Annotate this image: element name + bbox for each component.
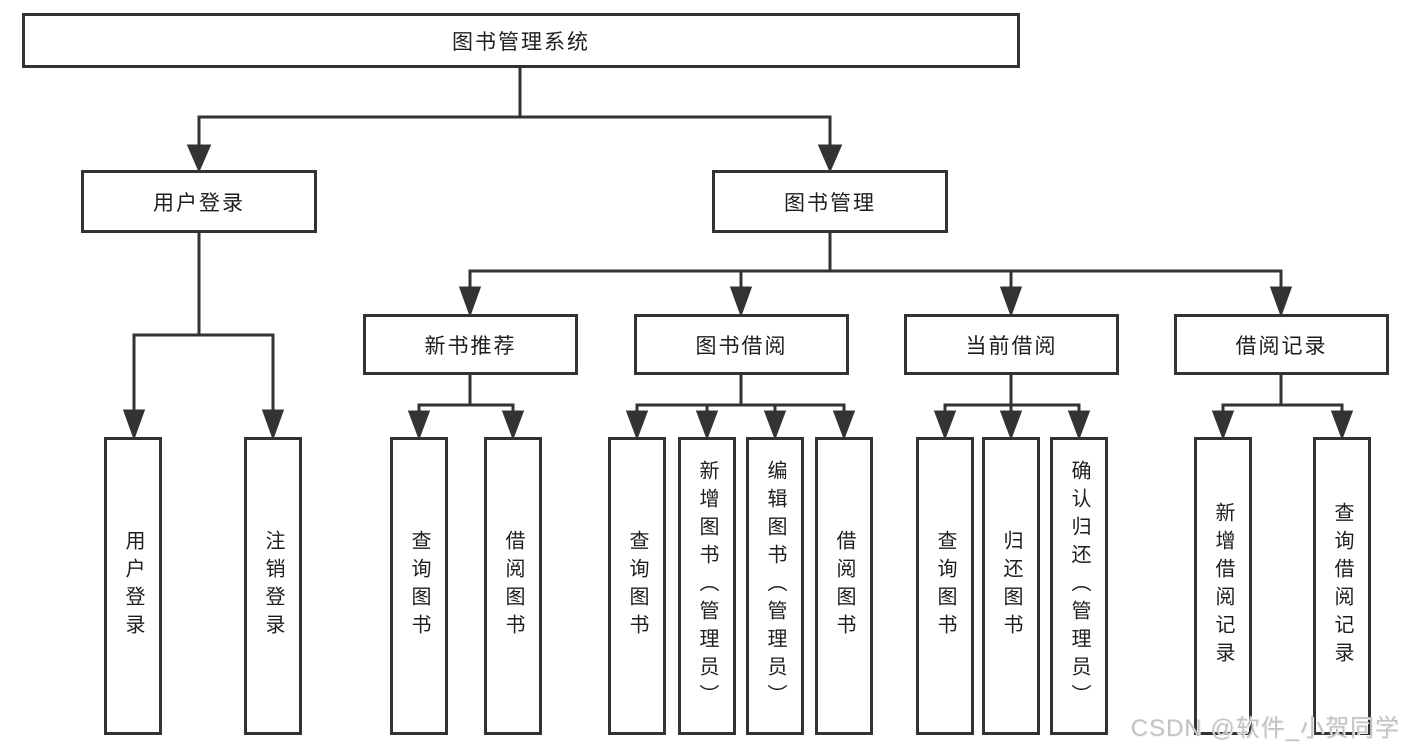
connector-book-borrowing-branch [625,375,856,441]
connector-user-login-branch [122,233,285,441]
connector-book-management-branch [458,233,1293,318]
leaf-edit-book-admin-label: 编辑图书（管理员） [764,460,786,712]
leaf-query-books-borrowing-label: 查询图书 [626,530,648,642]
leaf-query-books-current: 查询图书 [916,437,974,735]
leaf-confirm-return-admin: 确认归还（管理员） [1050,437,1108,735]
node-current-borrowing-label: 当前借阅 [965,334,1058,358]
node-book-borrowing-label: 图书借阅 [695,334,788,358]
leaf-borrow-books-recommend: 借阅图书 [484,437,542,735]
node-user-login: 用户登录 [81,170,317,233]
node-root-label: 图书管理系统 [452,30,590,54]
connector-root-to-level2 [186,68,843,173]
leaf-logout: 注销登录 [244,437,302,735]
connector-borrowing-records-branch [1211,375,1354,441]
leaf-borrow-books-borrowing-label: 借阅图书 [833,530,855,642]
leaf-user-login-label: 用户登录 [122,530,144,642]
leaf-confirm-return-admin-label: 确认归还（管理员） [1068,460,1090,712]
leaf-edit-book-admin: 编辑图书（管理员） [746,437,804,735]
leaf-query-books-recommend-label: 查询图书 [408,530,430,642]
leaf-borrow-books-borrowing: 借阅图书 [815,437,873,735]
connector-current-borrowing-branch [933,375,1091,441]
node-new-book-recommend: 新书推荐 [363,314,578,375]
leaf-add-book-admin-label: 新增图书（管理员） [696,460,718,712]
leaf-return-books: 归还图书 [982,437,1040,735]
leaf-borrow-books-recommend-label: 借阅图书 [502,530,524,642]
leaf-add-borrow-record: 新增借阅记录 [1194,437,1252,735]
leaf-query-books-current-label: 查询图书 [934,530,956,642]
node-current-borrowing: 当前借阅 [904,314,1119,375]
leaf-query-books-borrowing: 查询图书 [608,437,666,735]
node-borrowing-records-label: 借阅记录 [1235,334,1328,358]
connector-new-book-recommend-branch [407,375,525,441]
node-new-book-recommend-label: 新书推荐 [424,334,517,358]
node-borrowing-records: 借阅记录 [1174,314,1389,375]
leaf-add-book-admin: 新增图书（管理员） [678,437,736,735]
node-user-login-label: 用户登录 [153,191,245,215]
leaf-query-borrow-record: 查询借阅记录 [1313,437,1371,735]
leaf-add-borrow-record-label: 新增借阅记录 [1212,502,1234,670]
leaf-query-borrow-record-label: 查询借阅记录 [1331,502,1353,670]
leaf-query-books-recommend: 查询图书 [390,437,448,735]
watermark: CSDN @软件_小贺同学 [1130,715,1400,742]
node-book-borrowing: 图书借阅 [634,314,849,375]
leaf-return-books-label: 归还图书 [1000,530,1022,642]
leaf-user-login: 用户登录 [104,437,162,735]
leaf-logout-label: 注销登录 [262,530,284,642]
node-root: 图书管理系统 [22,13,1020,68]
node-book-management-label: 图书管理 [784,191,876,215]
node-book-management: 图书管理 [712,170,948,233]
